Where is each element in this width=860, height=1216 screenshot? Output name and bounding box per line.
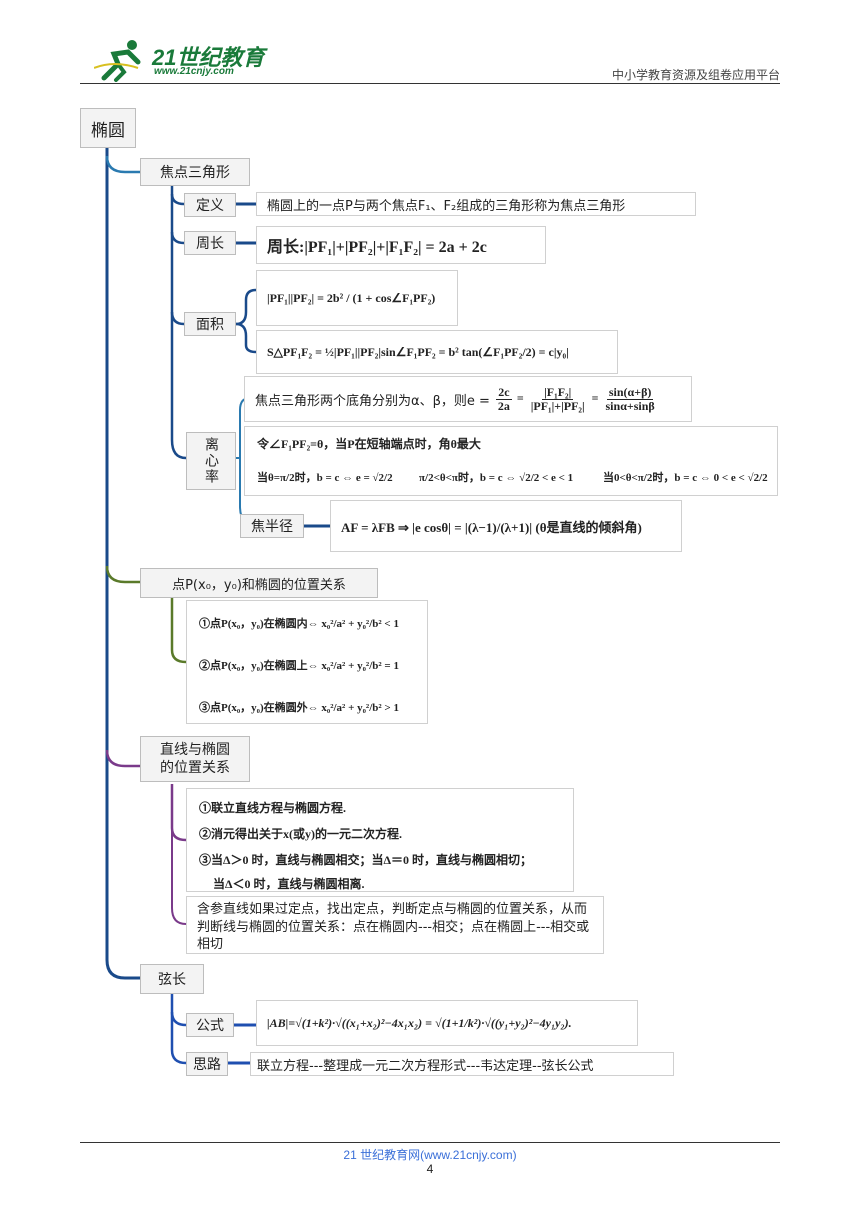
area-formula2: S△PF₁F₂ = ½|PF₁||PF₂|sin∠F₁PF₂ = b² tan(… <box>267 344 569 359</box>
perimeter-formula-box: 周长:|PF₁|+|PF₂|+|F₁F₂| = 2a + 2c <box>256 226 546 264</box>
line-relation-step-2: ②消元得出关于x(或y)的一元二次方程. <box>199 827 402 841</box>
line-relation-steps-box: ①联立直线方程与椭圆方程. ②消元得出关于x(或y)的一元二次方程. ③当Δ＞0… <box>186 788 574 892</box>
area-formula1: |PF₁||PF₂| = 2b² / (1 + cos∠F₁PF₂) <box>267 290 436 305</box>
chord-approach-label: 思路 <box>193 1057 221 1073</box>
line-relation-step-4: 当Δ＜0 时，直线与椭圆相离. <box>213 877 365 891</box>
chord-node: 弦长 <box>140 964 204 994</box>
line-relation-note-box: 含参直线如果过定点，找出定点，判断定点与椭圆的位置关系，从而判断线与椭圆的位置关… <box>186 896 604 954</box>
definition-text: 椭圆上的一点P与两个焦点F₁、F₂组成的三角形称为焦点三角形 <box>267 198 626 214</box>
eccentricity-line3-b: π/2<θ<π时，b = c ⇔ √2/2 < e < 1 <box>419 472 574 484</box>
eccentricity-node: 离心率 <box>186 432 236 490</box>
point-relation-label: 点P(x₀，y₀)和椭圆的位置关系 <box>172 577 346 593</box>
logo-text: 21世纪教育 <box>152 45 265 70</box>
perimeter-node: 周长 <box>184 231 236 255</box>
chord-approach-node: 思路 <box>186 1052 228 1076</box>
line-relation-label-2: 的位置关系 <box>160 760 230 776</box>
definition-node: 定义 <box>184 193 236 217</box>
focal-radius-formula-box: AF = λFB ⇒ |e cosθ| = |(λ−1)/(λ+1)| (θ是直… <box>330 500 682 552</box>
eccentricity-label: 离心率 <box>203 437 219 485</box>
header: 21世纪教育 www.21cnjy.com 中小学教育资源及组卷应用平台 <box>80 36 780 86</box>
chord-formula-box: |AB|=√(1+k²)·√((x₁+x₂)²−4x₁x₂) = √(1+1/k… <box>256 1000 638 1046</box>
logo-url: www.21cnjy.com <box>154 66 234 77</box>
eccentricity-line2: 令∠F₁PF₂=θ，当P在短轴端点时，角θ最大 <box>257 437 481 451</box>
root-node: 椭圆 <box>80 108 136 148</box>
line-relation-step-1: ①联立直线方程与椭圆方程. <box>199 801 347 815</box>
perimeter-formula: 周长:|PF₁|+|PF₂|+|F₁F₂| = 2a + 2c <box>267 239 487 256</box>
page-number: 4 <box>426 1162 434 1176</box>
chord-approach-text: 联立方程---整理成一元二次方程形式---韦达定理--弦长公式 <box>257 1058 594 1074</box>
line-relation-note: 含参直线如果过定点，找出定点，判断定点与椭圆的位置关系，从而判断线与椭圆的位置关… <box>197 902 590 953</box>
chord-formula-label: 公式 <box>196 1018 224 1034</box>
logo: 21世纪教育 www.21cnjy.com <box>94 38 274 82</box>
root-label: 椭圆 <box>91 120 125 141</box>
focal-triangle-node: 焦点三角形 <box>140 158 250 186</box>
runner-logo-icon <box>94 40 141 82</box>
eccentricity-line1-prefix: 焦点三角形两个底角分别为α、β，则e = <box>255 393 490 409</box>
point-relation-item-3: ③点P(x₀，y₀)在椭圆外⇔ x₀²/a² + y₀²/b² > 1 <box>199 702 399 714</box>
focal-radius-formula: AF = λFB ⇒ |e cosθ| = |(λ−1)/(λ+1)| (θ是直… <box>341 519 642 535</box>
definition-label: 定义 <box>196 198 224 214</box>
definition-text-box: 椭圆上的一点P与两个焦点F₁、F₂组成的三角形称为焦点三角形 <box>256 192 696 216</box>
point-relation-node: 点P(x₀，y₀)和椭圆的位置关系 <box>140 568 378 598</box>
area-formula2-box: S△PF₁F₂ = ½|PF₁||PF₂|sin∠F₁PF₂ = b² tan(… <box>256 330 618 374</box>
line-relation-node: 直线与椭圆 的位置关系 <box>140 736 250 782</box>
area-label: 面积 <box>196 317 224 333</box>
eccentricity-line3-c: 当0<θ<π/2时，b = c ⇔ 0 < e < √2/2 <box>603 472 768 484</box>
perimeter-label: 周长 <box>196 236 224 252</box>
point-relation-item-1: ①点P(x₀，y₀)在椭圆内⇔ x₀²/a² + y₀²/b² < 1 <box>199 618 399 630</box>
line-relation-label-1: 直线与椭圆 <box>160 741 230 758</box>
focal-radius-label: 焦半径 <box>251 519 293 535</box>
eccentricity-lines-box: 令∠F₁PF₂=θ，当P在短轴端点时，角θ最大 当θ=π/2时，b = c ⇔ … <box>244 426 778 496</box>
point-relation-box: ①点P(x₀，y₀)在椭圆内⇔ x₀²/a² + y₀²/b² < 1 ②点P(… <box>186 600 428 724</box>
chord-formula-node: 公式 <box>186 1013 234 1037</box>
chord-formula-text: |AB|=√(1+k²)·√((x₁+x₂)²−4x₁x₂) = √(1+1/k… <box>267 1015 572 1030</box>
eccentricity-line3-a: 当θ=π/2时，b = c ⇔ e = √2/2 <box>257 472 393 484</box>
footer-link[interactable]: 21 世纪教育网(www.21cnjy.com) <box>343 1148 517 1162</box>
header-divider <box>80 83 780 84</box>
area-node: 面积 <box>184 312 236 336</box>
line-relation-step-3: ③当Δ＞0 时，直线与椭圆相交；当Δ＝0 时，直线与椭圆相切； <box>199 853 533 867</box>
focal-triangle-label: 焦点三角形 <box>160 165 230 181</box>
point-relation-item-2: ②点P(x₀，y₀)在椭圆上⇔ x₀²/a² + y₀²/b² = 1 <box>199 660 399 672</box>
area-formula1-box: |PF₁||PF₂| = 2b² / (1 + cos∠F₁PF₂) <box>256 270 458 326</box>
chord-approach-box: 联立方程---整理成一元二次方程形式---韦达定理--弦长公式 <box>250 1052 674 1076</box>
header-right-text: 中小学教育资源及组卷应用平台 <box>611 68 780 82</box>
chord-label: 弦长 <box>158 972 186 988</box>
footer-divider <box>80 1142 780 1143</box>
focal-radius-node: 焦半径 <box>240 514 304 538</box>
